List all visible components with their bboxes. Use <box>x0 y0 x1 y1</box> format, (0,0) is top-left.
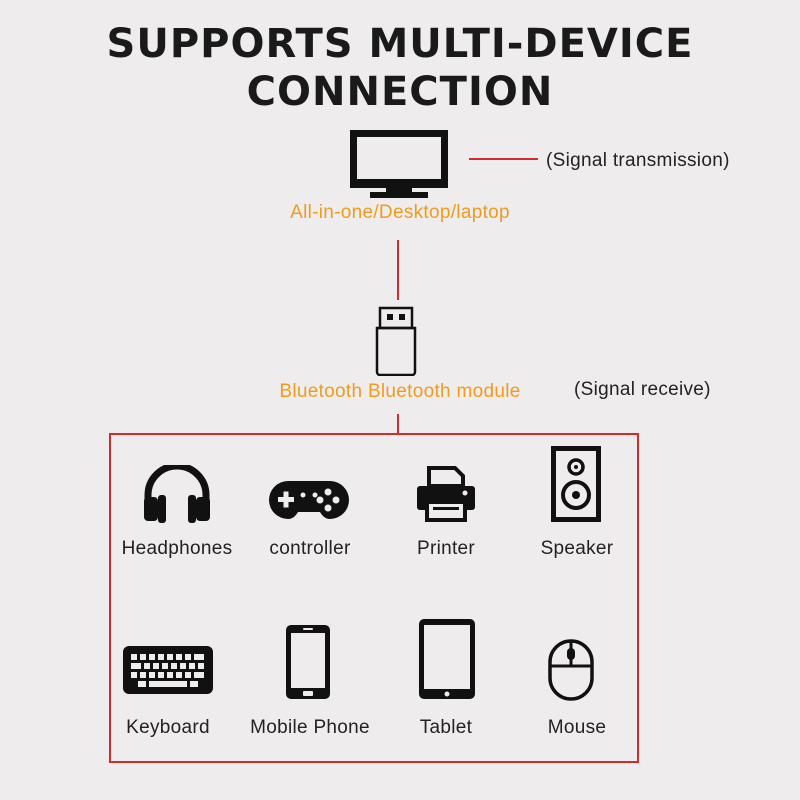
page-title-line-2: CONNECTION <box>246 69 554 115</box>
transmission-note: (Signal transmission) <box>546 150 730 171</box>
monitor-icon <box>348 128 450 200</box>
receiver-label: Bluetooth Bluetooth module <box>279 381 521 402</box>
device-label-mouse: Mouse <box>547 717 607 738</box>
mouse-icon <box>547 638 595 702</box>
printer-icon <box>415 466 477 522</box>
device-label-tablet: Tablet <box>419 717 473 738</box>
device-label-mobile-phone: Mobile Phone <box>250 717 370 738</box>
transmission-note-line <box>469 158 538 160</box>
usb-dongle-icon <box>373 306 421 376</box>
speaker-icon <box>550 445 602 523</box>
device-label-headphones: Headphones <box>121 538 233 559</box>
tablet-icon <box>418 618 476 700</box>
connector-line-top <box>397 240 399 300</box>
source-device-label: All-in-one/Desktop/laptop <box>290 202 510 223</box>
mobile-phone-icon <box>285 624 331 700</box>
devices-box <box>109 433 639 763</box>
page-title-line-1: SUPPORTS MULTI-DEVICE <box>106 21 694 67</box>
device-label-keyboard: Keyboard <box>126 717 210 738</box>
device-label-controller: controller <box>269 538 351 559</box>
connector-line-bottom <box>397 414 399 434</box>
device-label-printer: Printer <box>416 538 476 559</box>
keyboard-icon <box>122 645 214 695</box>
headphones-icon <box>142 465 212 523</box>
receiver-note: (Signal receive) <box>574 379 711 400</box>
device-label-speaker: Speaker <box>540 538 614 559</box>
gamepad-icon <box>268 478 350 524</box>
